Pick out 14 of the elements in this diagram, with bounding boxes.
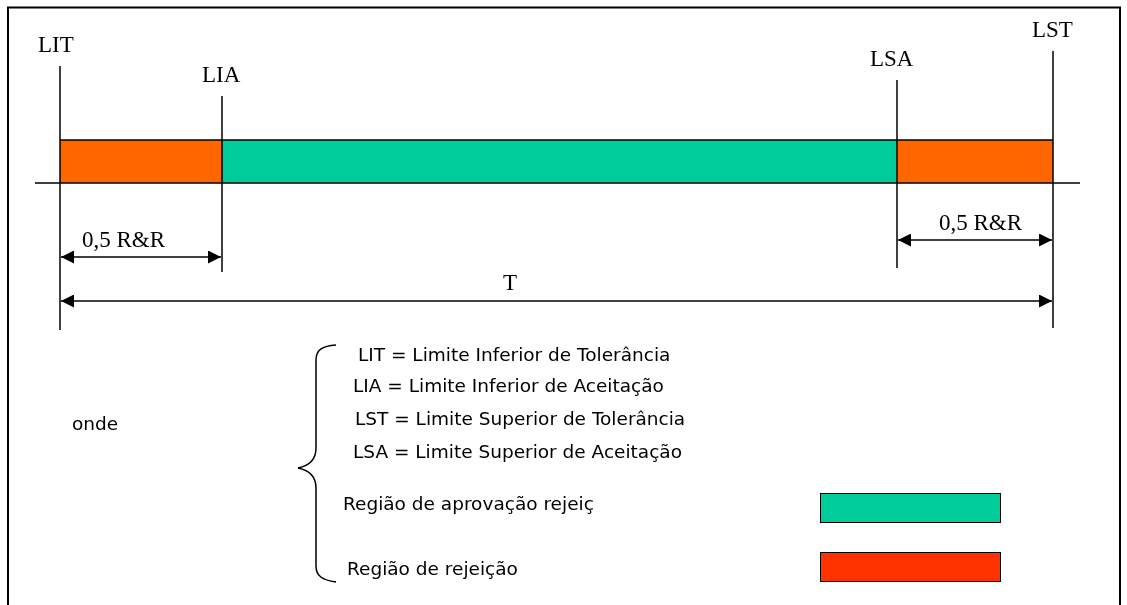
limit-label: LIA bbox=[202, 63, 241, 86]
limit-label: LSA bbox=[870, 47, 914, 70]
dimension-label: T bbox=[503, 271, 518, 294]
definition-text: LIA = Limite Inferior de Aceitação bbox=[353, 377, 664, 396]
definition-text: LSA = Limite Superior de Aceitação bbox=[353, 443, 683, 462]
dimension-label: 0,5 R&R bbox=[82, 228, 166, 251]
legend-text: Região de rejeição bbox=[347, 560, 518, 579]
definition-text: LIT = Limite Inferior de Tolerância bbox=[358, 346, 671, 365]
limit-label: LIT bbox=[38, 33, 74, 56]
legend-text: Região de aprovação rejeiç bbox=[343, 495, 594, 514]
dimension-label: 0,5 R&R bbox=[939, 211, 1023, 234]
onde-text: onde bbox=[72, 415, 119, 434]
limit-label: LST bbox=[1032, 18, 1073, 41]
definition-text: LST = Limite Superior de Tolerância bbox=[355, 410, 686, 429]
